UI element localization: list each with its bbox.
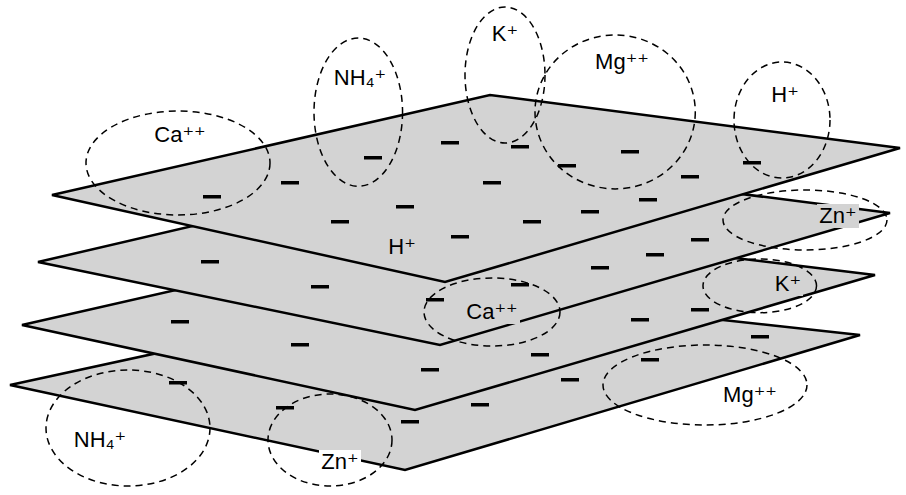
negative-charge xyxy=(523,220,541,224)
negative-charge xyxy=(558,164,576,168)
negative-charge xyxy=(751,335,769,339)
cation-ellipse: Ca⁺⁺ xyxy=(421,275,563,349)
negative-charge xyxy=(511,145,529,149)
negative-charge xyxy=(169,381,187,385)
ion-label: Ca⁺⁺ xyxy=(464,300,519,324)
ellipse-outline xyxy=(424,278,560,346)
cation-ellipse: K⁺ xyxy=(462,4,548,146)
negative-charge xyxy=(311,285,329,289)
ellipse-outline xyxy=(734,62,830,178)
ellipse-outline xyxy=(703,259,817,313)
ellipse-outline xyxy=(311,35,406,189)
cation-ellipse: Zn⁺ xyxy=(265,391,395,489)
negative-charge xyxy=(281,181,299,185)
cation-ellipse: Mg⁺⁺ xyxy=(600,342,810,428)
cation-ellipse: NH₄⁺ xyxy=(43,367,213,489)
negative-charge xyxy=(451,235,469,239)
ellipse-outline xyxy=(603,345,807,425)
ion-label: K⁺ xyxy=(490,22,520,46)
negative-charge xyxy=(621,150,639,154)
negative-charge xyxy=(646,253,664,257)
negative-charge xyxy=(531,353,549,357)
negative-charge xyxy=(743,161,761,165)
cation-ellipse: NH₄⁺ xyxy=(311,35,406,189)
ion-label: Mg⁺⁺ xyxy=(593,50,651,74)
ion-label: K⁺ xyxy=(773,272,803,296)
negative-charge xyxy=(396,205,414,209)
negative-charge xyxy=(511,283,529,287)
ion-label: Zn⁺ xyxy=(319,450,360,474)
negative-charge xyxy=(691,308,709,312)
ellipse-outline xyxy=(265,391,395,489)
ion-label: Ca⁺⁺ xyxy=(152,123,207,147)
negative-charge xyxy=(639,198,657,202)
negative-charge xyxy=(201,260,219,264)
negative-charge xyxy=(364,156,382,160)
negative-charge xyxy=(331,220,349,224)
ellipse-outline xyxy=(720,187,890,253)
negative-charge xyxy=(581,210,599,214)
ellipse-outline xyxy=(314,38,403,186)
ellipse-outline xyxy=(465,7,545,143)
negative-charge xyxy=(401,420,419,424)
negative-charge xyxy=(203,195,221,199)
negative-charge xyxy=(426,298,444,302)
negative-charge xyxy=(641,358,659,362)
ellipse-outline xyxy=(723,190,887,250)
ion-label: H⁺ xyxy=(769,83,801,107)
ellipse-outline xyxy=(46,370,210,486)
negative-charge xyxy=(681,175,699,179)
negative-charge xyxy=(471,403,489,407)
negative-charge xyxy=(483,181,501,185)
negative-charge xyxy=(691,238,709,242)
negative-charge xyxy=(441,141,459,145)
cation-ellipse: Mg⁺⁺ xyxy=(532,32,698,192)
negative-charge xyxy=(631,318,649,322)
cation-ellipse: Ca⁺⁺ xyxy=(83,108,273,218)
ion-label: NH₄⁺ xyxy=(332,66,388,90)
ellipse-outline xyxy=(43,367,213,489)
ellipse-outline xyxy=(86,111,270,215)
ellipse-outline xyxy=(731,59,833,181)
negative-charge xyxy=(591,266,609,270)
negative-charge xyxy=(291,343,309,347)
cation-ellipse: K⁺ xyxy=(700,256,820,316)
ion-label: H⁺ xyxy=(386,235,418,259)
cation-ellipse: H⁺ xyxy=(731,59,833,181)
negative-charge xyxy=(171,320,189,324)
ion-label: Zn⁺ xyxy=(817,204,858,228)
cation-ellipse: Zn⁺ xyxy=(720,187,890,253)
negative-charge xyxy=(561,378,579,382)
ion-label: Mg⁺⁺ xyxy=(721,383,779,407)
ellipse-outline xyxy=(535,35,695,189)
ion-label: NH₄⁺ xyxy=(72,428,128,452)
ellipse-outline xyxy=(268,394,392,486)
negative-charge xyxy=(421,368,439,372)
